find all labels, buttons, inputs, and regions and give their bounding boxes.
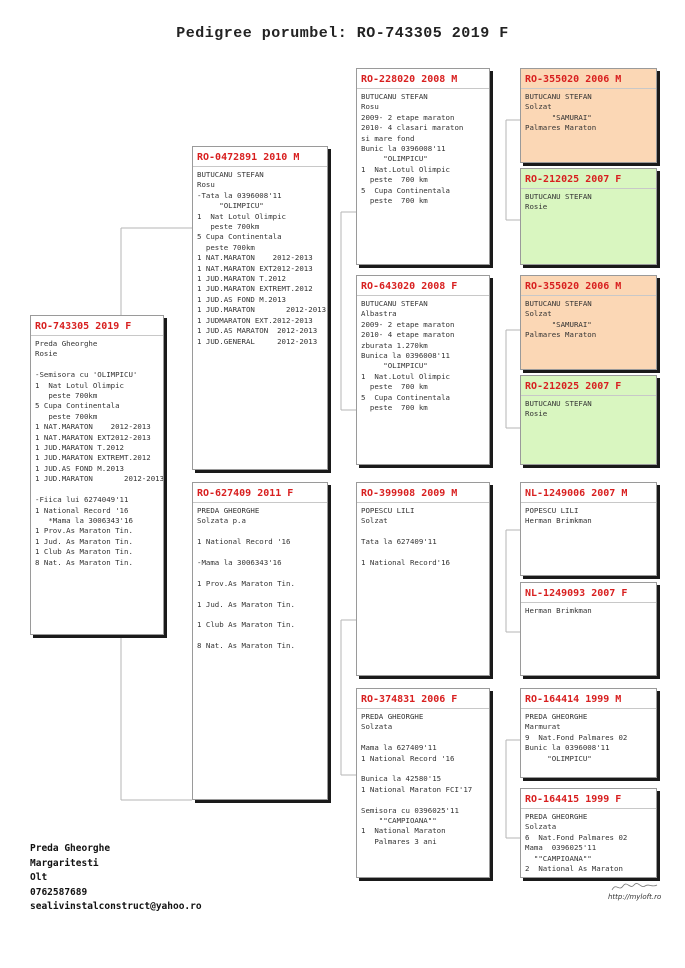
ring-number: RO-627409 2011 F bbox=[197, 488, 294, 499]
pedigree-card-sire-dam[interactable]: RO-643020 2008 F BUTUCANU STEFAN Albastr… bbox=[356, 275, 490, 465]
card-details: Herman Brimkman bbox=[525, 606, 592, 615]
pedigree-card-dds[interactable]: RO-164414 1999 M PREDA GHEORGHE Marmurat… bbox=[520, 688, 657, 778]
divider bbox=[357, 295, 489, 296]
divider bbox=[31, 335, 163, 336]
ring-number: RO-212025 2007 F bbox=[525, 174, 622, 185]
signature-logo bbox=[611, 883, 658, 891]
pedigree-card-sdd[interactable]: RO-212025 2007 F BUTUCANU STEFAN Rosie bbox=[520, 375, 657, 465]
card-details: BUTUCANU STEFAN Solzat "SAMURAI" Palmare… bbox=[525, 299, 597, 340]
pedigree-card-sss[interactable]: RO-355020 2006 M BUTUCANU STEFAN Solzat … bbox=[520, 68, 657, 163]
card-details: BUTUCANU STEFAN Albastra 2009- 2 etape m… bbox=[361, 299, 455, 413]
ring-number: RO-355020 2006 M bbox=[525, 281, 622, 292]
divider bbox=[357, 502, 489, 503]
pedigree-card-ddd[interactable]: RO-164415 1999 F PREDA GHEORGHE Solzata … bbox=[520, 788, 657, 878]
card-details: POPESCU LILI Solzat Tata la 627409'11 1 … bbox=[361, 506, 450, 568]
owner-phone: 0762587689 bbox=[30, 886, 88, 898]
ring-number: NL-1249093 2007 F bbox=[525, 588, 628, 599]
owner-name: Preda Gheorghe bbox=[30, 843, 111, 854]
card-details: POPESCU LILI Herman Brimkman bbox=[525, 506, 592, 526]
owner-city: Margaritesti bbox=[30, 857, 99, 869]
card-details: PREDA GHEORGHE Solzata Mama la 627409'11… bbox=[361, 712, 473, 846]
divider bbox=[357, 708, 489, 709]
divider bbox=[521, 188, 656, 189]
ring-number: RO-228020 2008 M bbox=[361, 74, 458, 85]
divider bbox=[193, 166, 327, 167]
pedigree-card-dsd[interactable]: NL-1249093 2007 F Herman Brimkman bbox=[520, 582, 657, 676]
pedigree-card-dam[interactable]: RO-627409 2011 F PREDA GHEORGHE Solzata … bbox=[192, 482, 328, 800]
pedigree-card-sire[interactable]: RO-0472891 2010 M BUTUCANU STEFAN Rosu -… bbox=[192, 146, 328, 470]
ring-number: RO-212025 2007 F bbox=[525, 381, 622, 392]
card-details: PREDA GHEORGHE Solzata p.a 1 National Re… bbox=[197, 506, 295, 651]
divider bbox=[521, 295, 656, 296]
card-details: PREDA GHEORGHE Marmurat 9 Nat.Fond Palma… bbox=[525, 712, 628, 763]
divider bbox=[193, 502, 327, 503]
website-link[interactable]: http://myloft.ro bbox=[608, 893, 662, 901]
pedigree-card-sire-sire[interactable]: RO-228020 2008 M BUTUCANU STEFAN Rosu 20… bbox=[356, 68, 490, 265]
pedigree-card-dam-dam[interactable]: RO-374831 2006 F PREDA GHEORGHE Solzata … bbox=[356, 688, 490, 878]
divider bbox=[521, 395, 656, 396]
ring-number: RO-743305 2019 F bbox=[35, 321, 132, 332]
divider bbox=[357, 88, 489, 89]
pedigree-card-dam-sire[interactable]: RO-399908 2009 M POPESCU LILI Solzat Tat… bbox=[356, 482, 490, 676]
card-details: BUTUCANU STEFAN Rosie bbox=[525, 399, 592, 419]
card-details: BUTUCANU STEFAN Rosie bbox=[525, 192, 592, 212]
divider bbox=[521, 88, 656, 89]
card-details: Preda Gheorghe Rosie -Semisora cu 'OLIMP… bbox=[35, 339, 164, 567]
ring-number: RO-164415 1999 F bbox=[525, 794, 622, 805]
ring-number: RO-164414 1999 M bbox=[525, 694, 622, 705]
ring-number: RO-643020 2008 F bbox=[361, 281, 458, 292]
pedigree-card-sds[interactable]: RO-355020 2006 M BUTUCANU STEFAN Solzat … bbox=[520, 275, 657, 370]
pedigree-card-root[interactable]: RO-743305 2019 F Preda Gheorghe Rosie -S… bbox=[30, 315, 164, 635]
ring-number: RO-399908 2009 M bbox=[361, 488, 458, 499]
ring-number: NL-1249006 2007 M bbox=[525, 488, 628, 499]
ring-number: RO-374831 2006 F bbox=[361, 694, 458, 705]
divider bbox=[521, 502, 656, 503]
divider bbox=[521, 808, 656, 809]
divider bbox=[521, 708, 656, 709]
card-details: PREDA GHEORGHE Solzata 6 Nat.Fond Palmar… bbox=[525, 812, 628, 874]
divider bbox=[521, 602, 656, 603]
ring-number: RO-0472891 2010 M bbox=[197, 152, 300, 163]
owner-county: Olt bbox=[30, 872, 48, 884]
card-details: BUTUCANU STEFAN Rosu -Tata la 0396008'11… bbox=[197, 170, 327, 346]
ring-number: RO-355020 2006 M bbox=[525, 74, 622, 85]
pedigree-card-dss[interactable]: NL-1249006 2007 M POPESCU LILI Herman Br… bbox=[520, 482, 657, 576]
pedigree-card-ssd[interactable]: RO-212025 2007 F BUTUCANU STEFAN Rosie bbox=[520, 168, 657, 265]
card-details: BUTUCANU STEFAN Solzat "SAMURAI" Palmare… bbox=[525, 92, 597, 133]
card-details: BUTUCANU STEFAN Rosu 2009- 2 etape marat… bbox=[361, 92, 464, 206]
page-title: Pedigree porumbel: RO-743305 2019 F bbox=[176, 25, 509, 42]
owner-email[interactable]: sealivinstalconstruct@yahoo.ro bbox=[30, 901, 202, 913]
